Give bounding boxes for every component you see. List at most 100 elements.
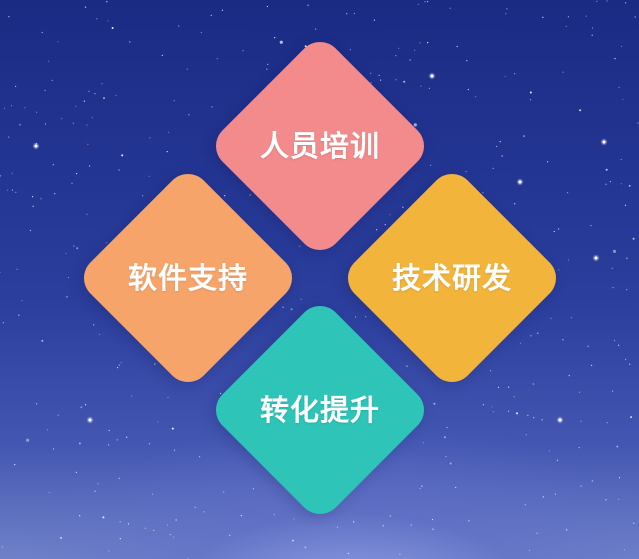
star — [523, 135, 526, 138]
star — [554, 493, 557, 495]
star — [428, 87, 430, 89]
star — [596, 0, 598, 2]
star — [79, 515, 81, 517]
star — [606, 0, 608, 2]
star — [267, 63, 269, 65]
star — [93, 324, 95, 326]
star — [591, 27, 594, 29]
star — [409, 59, 411, 61]
star — [365, 316, 367, 318]
star — [389, 214, 391, 216]
star — [0, 175, 1, 177]
star — [579, 109, 582, 112]
star — [211, 106, 213, 108]
star — [625, 358, 627, 361]
star — [186, 68, 188, 70]
star — [403, 80, 406, 83]
star — [591, 34, 593, 36]
star — [290, 308, 293, 311]
star — [127, 523, 130, 525]
star — [446, 426, 448, 429]
star — [16, 268, 18, 270]
bright-star — [558, 418, 562, 422]
star — [445, 455, 447, 458]
star — [199, 456, 201, 458]
star — [482, 192, 484, 194]
star — [590, 225, 592, 227]
star — [108, 444, 110, 446]
star — [173, 100, 175, 102]
star — [223, 491, 225, 493]
star — [626, 289, 628, 291]
label-conversion-improvement: 转化提升 — [259, 393, 380, 427]
star — [249, 194, 251, 196]
star — [52, 448, 55, 450]
star — [626, 257, 628, 259]
star — [83, 100, 85, 102]
star — [612, 249, 617, 253]
star — [611, 267, 613, 269]
star — [32, 205, 34, 207]
star — [168, 131, 170, 133]
star — [433, 402, 436, 405]
star — [548, 450, 551, 452]
bright-star — [518, 180, 522, 184]
star — [620, 183, 622, 185]
star — [103, 97, 105, 100]
star — [154, 363, 156, 365]
star — [567, 16, 570, 18]
star — [568, 375, 570, 377]
star — [605, 168, 608, 171]
label-personnel-training: 人员培训 — [259, 129, 380, 163]
star — [382, 525, 384, 527]
star — [97, 483, 99, 485]
star — [612, 287, 614, 289]
star — [210, 14, 212, 16]
star — [347, 552, 349, 555]
star — [380, 79, 382, 81]
star — [229, 534, 231, 536]
star — [482, 404, 484, 406]
star — [536, 532, 538, 534]
star — [501, 155, 503, 157]
star — [513, 396, 515, 398]
star — [118, 364, 120, 366]
star — [395, 55, 397, 57]
star — [67, 276, 69, 279]
star — [57, 414, 59, 416]
star — [542, 16, 544, 18]
star — [634, 16, 636, 18]
star — [44, 123, 47, 125]
star — [216, 58, 218, 60]
star — [57, 41, 59, 43]
label-software-support: 软件支持 — [127, 261, 248, 295]
star — [622, 98, 624, 100]
star — [529, 91, 532, 94]
star — [35, 142, 37, 145]
star — [0, 271, 1, 273]
star — [85, 404, 87, 406]
star — [71, 182, 73, 184]
star — [492, 167, 494, 169]
star — [1, 546, 3, 548]
star — [423, 442, 425, 444]
star — [632, 237, 635, 240]
star — [36, 111, 38, 113]
star — [40, 198, 42, 200]
star — [616, 445, 619, 448]
star — [111, 27, 114, 29]
star — [449, 462, 452, 465]
star — [48, 60, 50, 62]
bright-star — [430, 74, 434, 78]
star — [353, 521, 355, 523]
star — [506, 8, 508, 10]
star — [200, 31, 202, 34]
star — [119, 538, 121, 540]
star — [84, 6, 87, 8]
bright-star — [602, 140, 606, 144]
star — [475, 96, 477, 98]
star — [166, 151, 168, 153]
star — [72, 122, 74, 124]
star — [252, 488, 254, 490]
